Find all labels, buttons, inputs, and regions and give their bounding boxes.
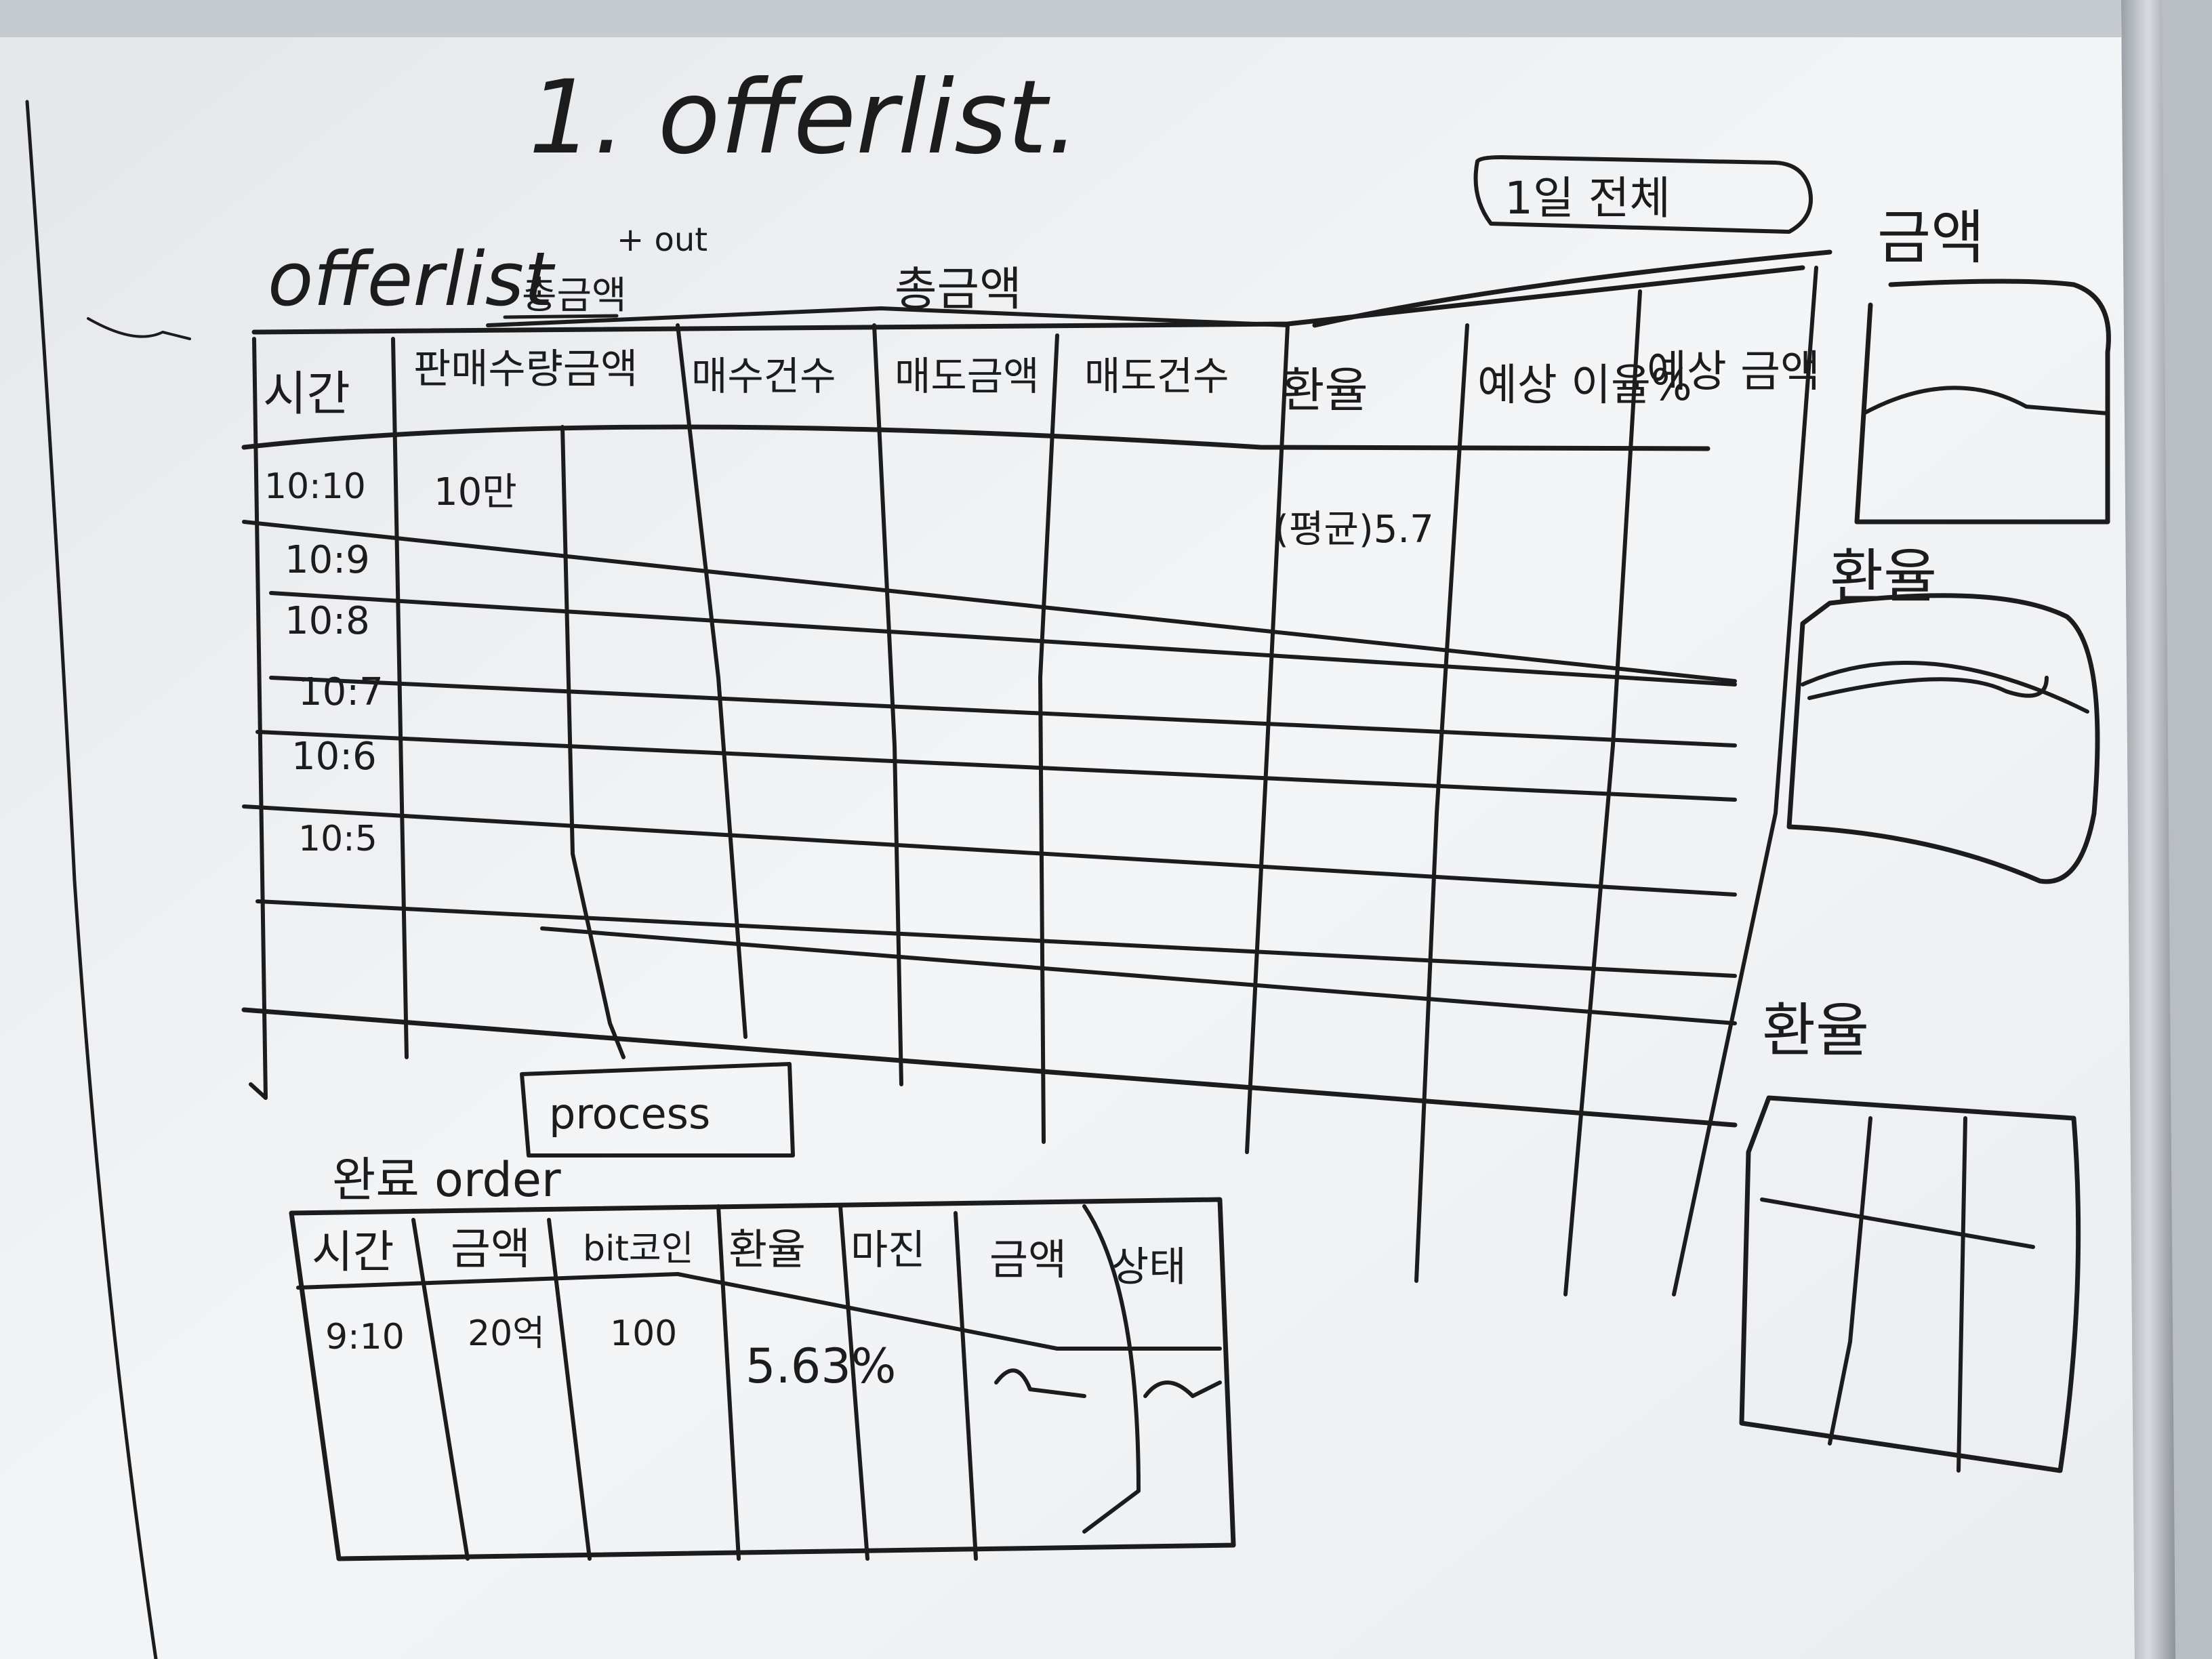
order-table-row: 9:10 20억 100 5.63% bbox=[325, 1313, 1222, 1398]
order-table-grid bbox=[289, 1197, 1236, 1561]
side-panel-3: 환율 bbox=[1739, 997, 2081, 1473]
process-button-label: process bbox=[549, 1089, 710, 1139]
offer-row-6-time: 10:5 bbox=[298, 819, 377, 859]
order-header-amount: 금액 bbox=[451, 1225, 531, 1275]
order-header-time: 시간 bbox=[312, 1226, 394, 1278]
offer-header-time: 시간 bbox=[263, 366, 350, 422]
order-row-amount: 20억 bbox=[468, 1313, 545, 1354]
group-header-1: 총금액 bbox=[522, 274, 627, 318]
left-margin-line bbox=[25, 100, 158, 1659]
order-section-label: 완료 order bbox=[332, 1152, 561, 1208]
order-row-rate: 5.63% bbox=[745, 1338, 896, 1394]
group-header-2: 총금액 bbox=[895, 263, 1022, 316]
offer-header-buy-count: 매수건수 bbox=[691, 353, 836, 399]
order-row-bitcoin: 100 bbox=[610, 1313, 677, 1354]
offer-row-1-sell-qty: 10만 bbox=[434, 470, 517, 514]
whiteboard-surface bbox=[0, 0, 2135, 1659]
offer-row-1-time: 10:10 bbox=[264, 466, 366, 507]
group-header-2-line bbox=[486, 306, 1290, 327]
order-header-amount-2: 금액 bbox=[989, 1235, 1067, 1284]
side-panel-1-label: 금액 bbox=[1877, 204, 1984, 272]
offer-row-3-time: 10:8 bbox=[285, 599, 370, 643]
group-header-1-line bbox=[503, 314, 619, 319]
whiteboard-frame bbox=[2121, 0, 2175, 1659]
offer-header-sell-count: 매도건수 bbox=[1084, 353, 1229, 399]
order-row-time: 9:10 bbox=[325, 1317, 405, 1357]
offer-row-4-time: 10:7 bbox=[298, 670, 384, 714]
section-note: + out bbox=[617, 221, 708, 259]
board-title: 1. offerlist. bbox=[529, 59, 1080, 177]
order-row-margin-scribble bbox=[994, 1368, 1086, 1398]
toggle-pill[interactable]: 1일 전체 bbox=[1473, 155, 1813, 234]
side-panel-2: 환율 bbox=[1786, 543, 2100, 884]
offer-header-rate: 환율 bbox=[1281, 363, 1368, 418]
side-panel-3-label: 환율 bbox=[1762, 997, 1869, 1065]
order-header-bitcoin: bit코인 bbox=[583, 1229, 694, 1269]
section-label: offerlist bbox=[268, 236, 556, 323]
board-top-edge bbox=[0, 0, 2121, 37]
order-table-headers: 시간 금액 bit코인 환율 마진 금액 상태 bbox=[312, 1225, 1186, 1291]
offer-table-rows: 10:10 10만 (평균)5.7 10:9 10:8 10:7 10:6 10… bbox=[264, 466, 1434, 859]
offer-header-expected-amount: 예상 금액 bbox=[1647, 347, 1820, 397]
toggle-label: 1일 전체 bbox=[1504, 172, 1671, 224]
order-header-rate: 환율 bbox=[729, 1225, 806, 1274]
offer-table-headers: 시간 판매수량금액 매수건수 매도금액 매도건수 환율 예상 이율% 예상 금액 bbox=[263, 346, 1820, 422]
offer-header-expected-rate: 예상 이율% bbox=[1477, 361, 1692, 411]
offer-row-5-time: 10:6 bbox=[291, 735, 377, 779]
order-header-status: 상태 bbox=[1111, 1244, 1186, 1291]
offer-header-sell-amount: 매도금액 bbox=[895, 353, 1039, 399]
offer-row-2-time: 10:9 bbox=[285, 538, 370, 582]
offer-table-grid bbox=[241, 249, 1832, 1296]
order-row-status-scribble bbox=[1143, 1380, 1222, 1398]
process-button[interactable]: process bbox=[520, 1062, 795, 1158]
offer-header-sell-qty: 판매수량금액 bbox=[413, 346, 638, 393]
side-panel-1: 금액 bbox=[1854, 204, 2111, 525]
offer-row-1-rate: (평균)5.7 bbox=[1274, 508, 1434, 552]
order-header-margin: 마진 bbox=[851, 1227, 925, 1274]
stray-mark bbox=[87, 317, 191, 340]
